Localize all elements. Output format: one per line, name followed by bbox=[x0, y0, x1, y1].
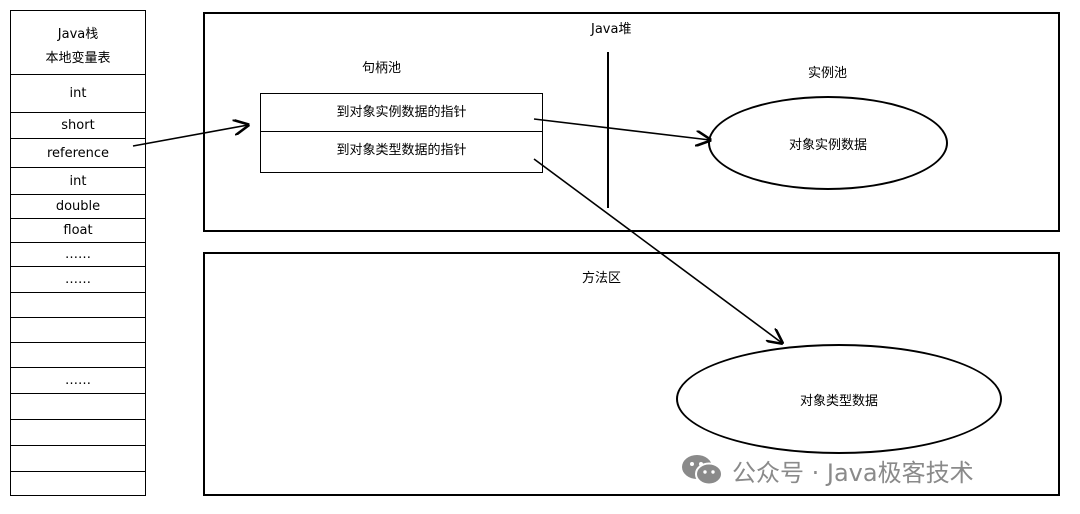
instance-pointer-row: 到对象实例数据的指针 bbox=[261, 94, 542, 132]
stack-slot: reference bbox=[11, 139, 145, 168]
stack-slot bbox=[11, 318, 145, 343]
stack-slot: short bbox=[11, 113, 145, 139]
heap-divider bbox=[607, 52, 609, 208]
stack-slot bbox=[11, 343, 145, 368]
instance-data-label: 对象实例数据 bbox=[788, 137, 867, 153]
stack-slot: …… bbox=[11, 243, 145, 267]
stack-slot bbox=[11, 394, 145, 420]
stack-slot: …… bbox=[11, 368, 145, 394]
stack-slot: int bbox=[11, 168, 145, 195]
type-data-label: 对象类型数据 bbox=[799, 393, 878, 409]
method-area-title: 方法区 bbox=[582, 271, 622, 286]
instance-pool-label: 实例池 bbox=[808, 66, 848, 81]
watermark-text: 公众号 · Java极客技术 bbox=[732, 458, 974, 487]
stack-title: Java栈 bbox=[57, 27, 99, 42]
type-pointer-row: 到对象类型数据的指针 bbox=[336, 143, 467, 158]
watermark: 公众号 · Java极客技术 bbox=[680, 452, 974, 488]
stack-slot: …… bbox=[11, 267, 145, 293]
stack-slot bbox=[11, 293, 145, 318]
local-variable-table-title: 本地变量表 bbox=[45, 51, 111, 66]
stack-slot: int bbox=[11, 75, 145, 113]
stack-slot bbox=[11, 446, 145, 472]
wechat-icon bbox=[680, 453, 724, 487]
stack-header: Java栈 本地变量表 bbox=[11, 11, 145, 75]
stack-slot bbox=[11, 420, 145, 446]
stack-slot bbox=[11, 472, 145, 495]
stack-slot: float bbox=[11, 219, 145, 243]
stack-slot: double bbox=[11, 195, 145, 219]
type-data-ellipse: 对象类型数据 bbox=[676, 344, 1002, 454]
handle-pool: 到对象实例数据的指针 到对象类型数据的指针 bbox=[260, 93, 543, 173]
instance-data-ellipse: 对象实例数据 bbox=[708, 96, 948, 190]
heap-title: Java堆 bbox=[591, 22, 632, 37]
handle-pool-label: 句柄池 bbox=[362, 61, 402, 76]
